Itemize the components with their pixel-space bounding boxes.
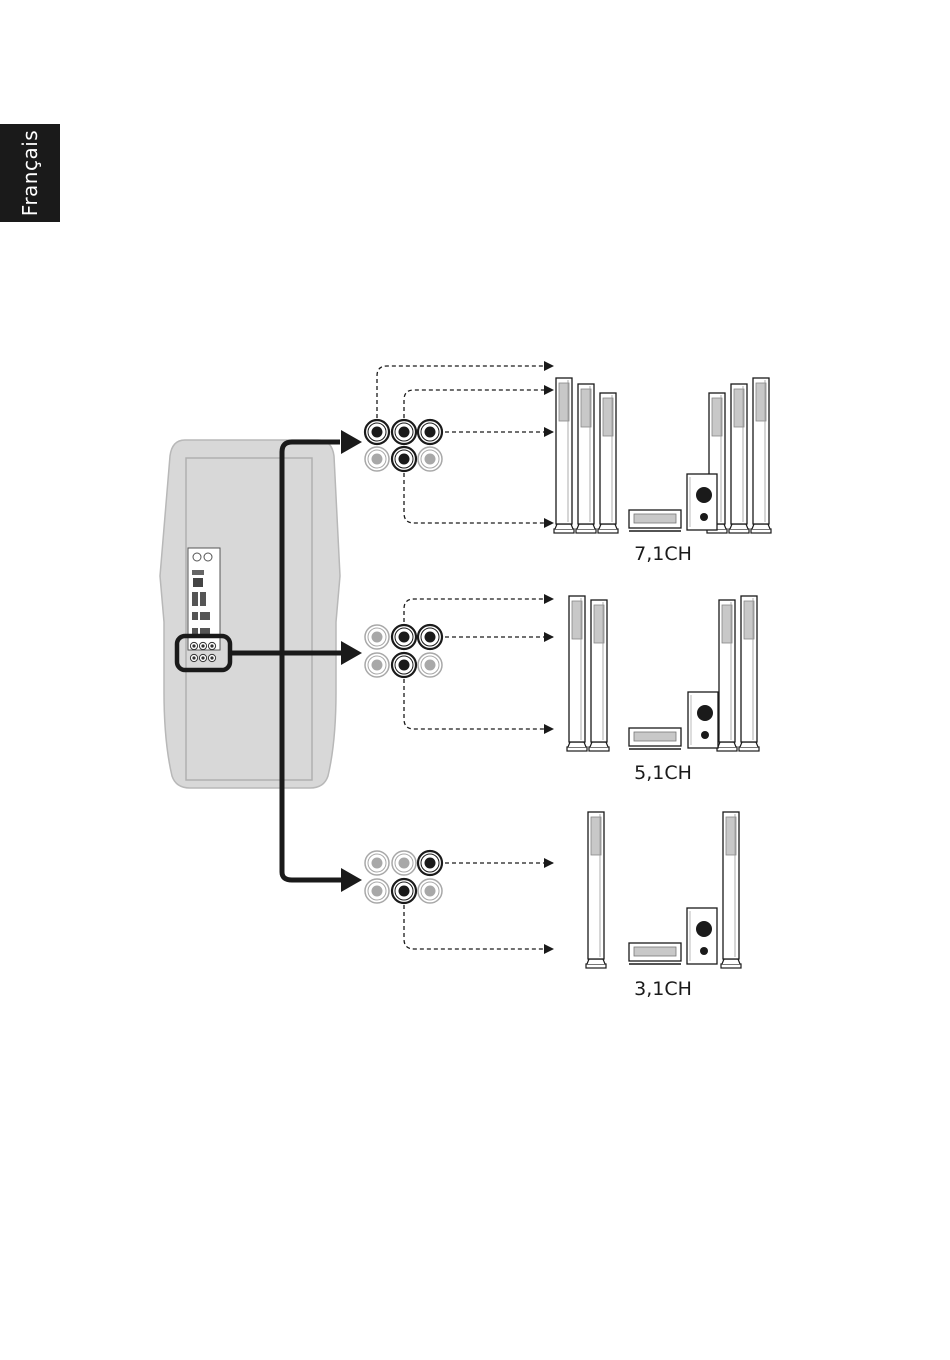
jack-inactive: [418, 879, 442, 903]
jack-inactive: [365, 879, 389, 903]
pc-jack: [199, 654, 206, 661]
tall-speaker: [589, 600, 609, 751]
jack-group-7-1: [365, 420, 442, 471]
speaker-setup-5-1: 5,1CH: [567, 596, 759, 784]
av-receiver: [629, 943, 681, 964]
tall-speaker: [717, 600, 737, 751]
jack-inactive: [365, 851, 389, 875]
tall-speaker: [567, 596, 587, 751]
jack-active: [418, 851, 442, 875]
pc-jack: [190, 654, 197, 661]
av-receiver: [629, 510, 681, 531]
speaker-setup-7-1: 7,1CH: [554, 378, 771, 565]
arrow-head-7-1: [341, 430, 362, 454]
tall-speaker: [729, 384, 749, 533]
jack-inactive: [418, 447, 442, 471]
jack-inactive: [392, 851, 416, 875]
jack-active: [418, 420, 442, 444]
pc-tower: [160, 440, 340, 788]
jack-active: [392, 625, 416, 649]
jack-active: [392, 447, 416, 471]
subwoofer: [687, 474, 717, 530]
tall-speaker: [739, 596, 759, 751]
tall-speaker: [554, 378, 574, 533]
jack-active: [392, 879, 416, 903]
config-label-3-1: 3,1CH: [634, 978, 692, 1000]
jack-active: [365, 420, 389, 444]
jack-group-5-1: [365, 625, 442, 677]
jack-inactive: [365, 447, 389, 471]
jack-inactive: [365, 653, 389, 677]
speaker-setup-3-1: 3,1CH: [586, 812, 741, 1000]
tall-speaker: [576, 384, 596, 533]
tall-speaker: [721, 812, 741, 968]
jack-inactive: [418, 653, 442, 677]
pc-jack: [199, 642, 206, 649]
tall-speaker: [598, 393, 618, 533]
arrow-head-5-1: [341, 641, 362, 665]
config-label-5-1: 5,1CH: [634, 762, 692, 784]
arrow-head-3-1: [341, 868, 362, 892]
av-receiver: [629, 728, 681, 749]
jack-inactive: [365, 625, 389, 649]
tall-speaker: [586, 812, 606, 968]
jack-active: [392, 420, 416, 444]
subwoofer: [687, 908, 717, 964]
config-label-7-1: 7,1CH: [634, 543, 692, 565]
pc-jack: [190, 642, 197, 649]
tall-speaker: [751, 378, 771, 533]
pc-jack: [208, 654, 215, 661]
jack-active: [392, 653, 416, 677]
jack-active: [418, 625, 442, 649]
jack-group-3-1: [365, 851, 442, 903]
subwoofer: [688, 692, 718, 748]
pc-jack: [208, 642, 215, 649]
